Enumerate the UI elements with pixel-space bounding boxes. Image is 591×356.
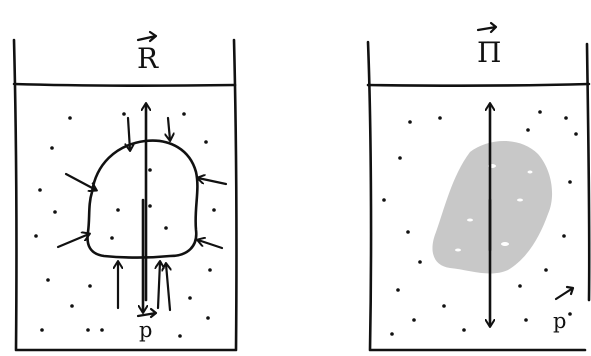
right-container [366, 40, 591, 352]
left-vector-arrow-bar [136, 30, 158, 43]
pressure-arrow-top-left [128, 116, 130, 150]
right-water-surface [366, 82, 591, 87]
pressure-arrow-bottom-right [166, 264, 170, 312]
left-vector-label: R [137, 42, 159, 75]
left-container [12, 38, 238, 352]
pressure-arrow-right-lower [198, 240, 224, 250]
right-pressure-arrow-bar [554, 285, 575, 301]
right-panel: Π p [366, 21, 591, 352]
left-panel: R p [12, 30, 238, 352]
pressure-arrow-top-right [168, 116, 170, 140]
right-vector-label: Π [477, 36, 501, 69]
left-fluid-particles [34, 112, 216, 338]
right-vector-arrow-bar [476, 21, 498, 34]
right-fluid-particles [382, 110, 578, 336]
right-submerged-body [432, 141, 553, 274]
right-body-highlights [455, 164, 533, 252]
left-water-surface [12, 82, 237, 87]
left-pressure-arrow-bar [136, 307, 158, 319]
pressure-arrow-bottom-mid [158, 262, 160, 310]
left-pressure-arrows [56, 116, 228, 312]
pressure-arrow-left-upper [64, 172, 96, 190]
pressure-arrow-left-lower [56, 234, 89, 249]
pressure-arrow-right-upper [198, 178, 228, 186]
left-pressure-label: p [139, 318, 152, 342]
right-pressure-label: p [553, 309, 566, 333]
